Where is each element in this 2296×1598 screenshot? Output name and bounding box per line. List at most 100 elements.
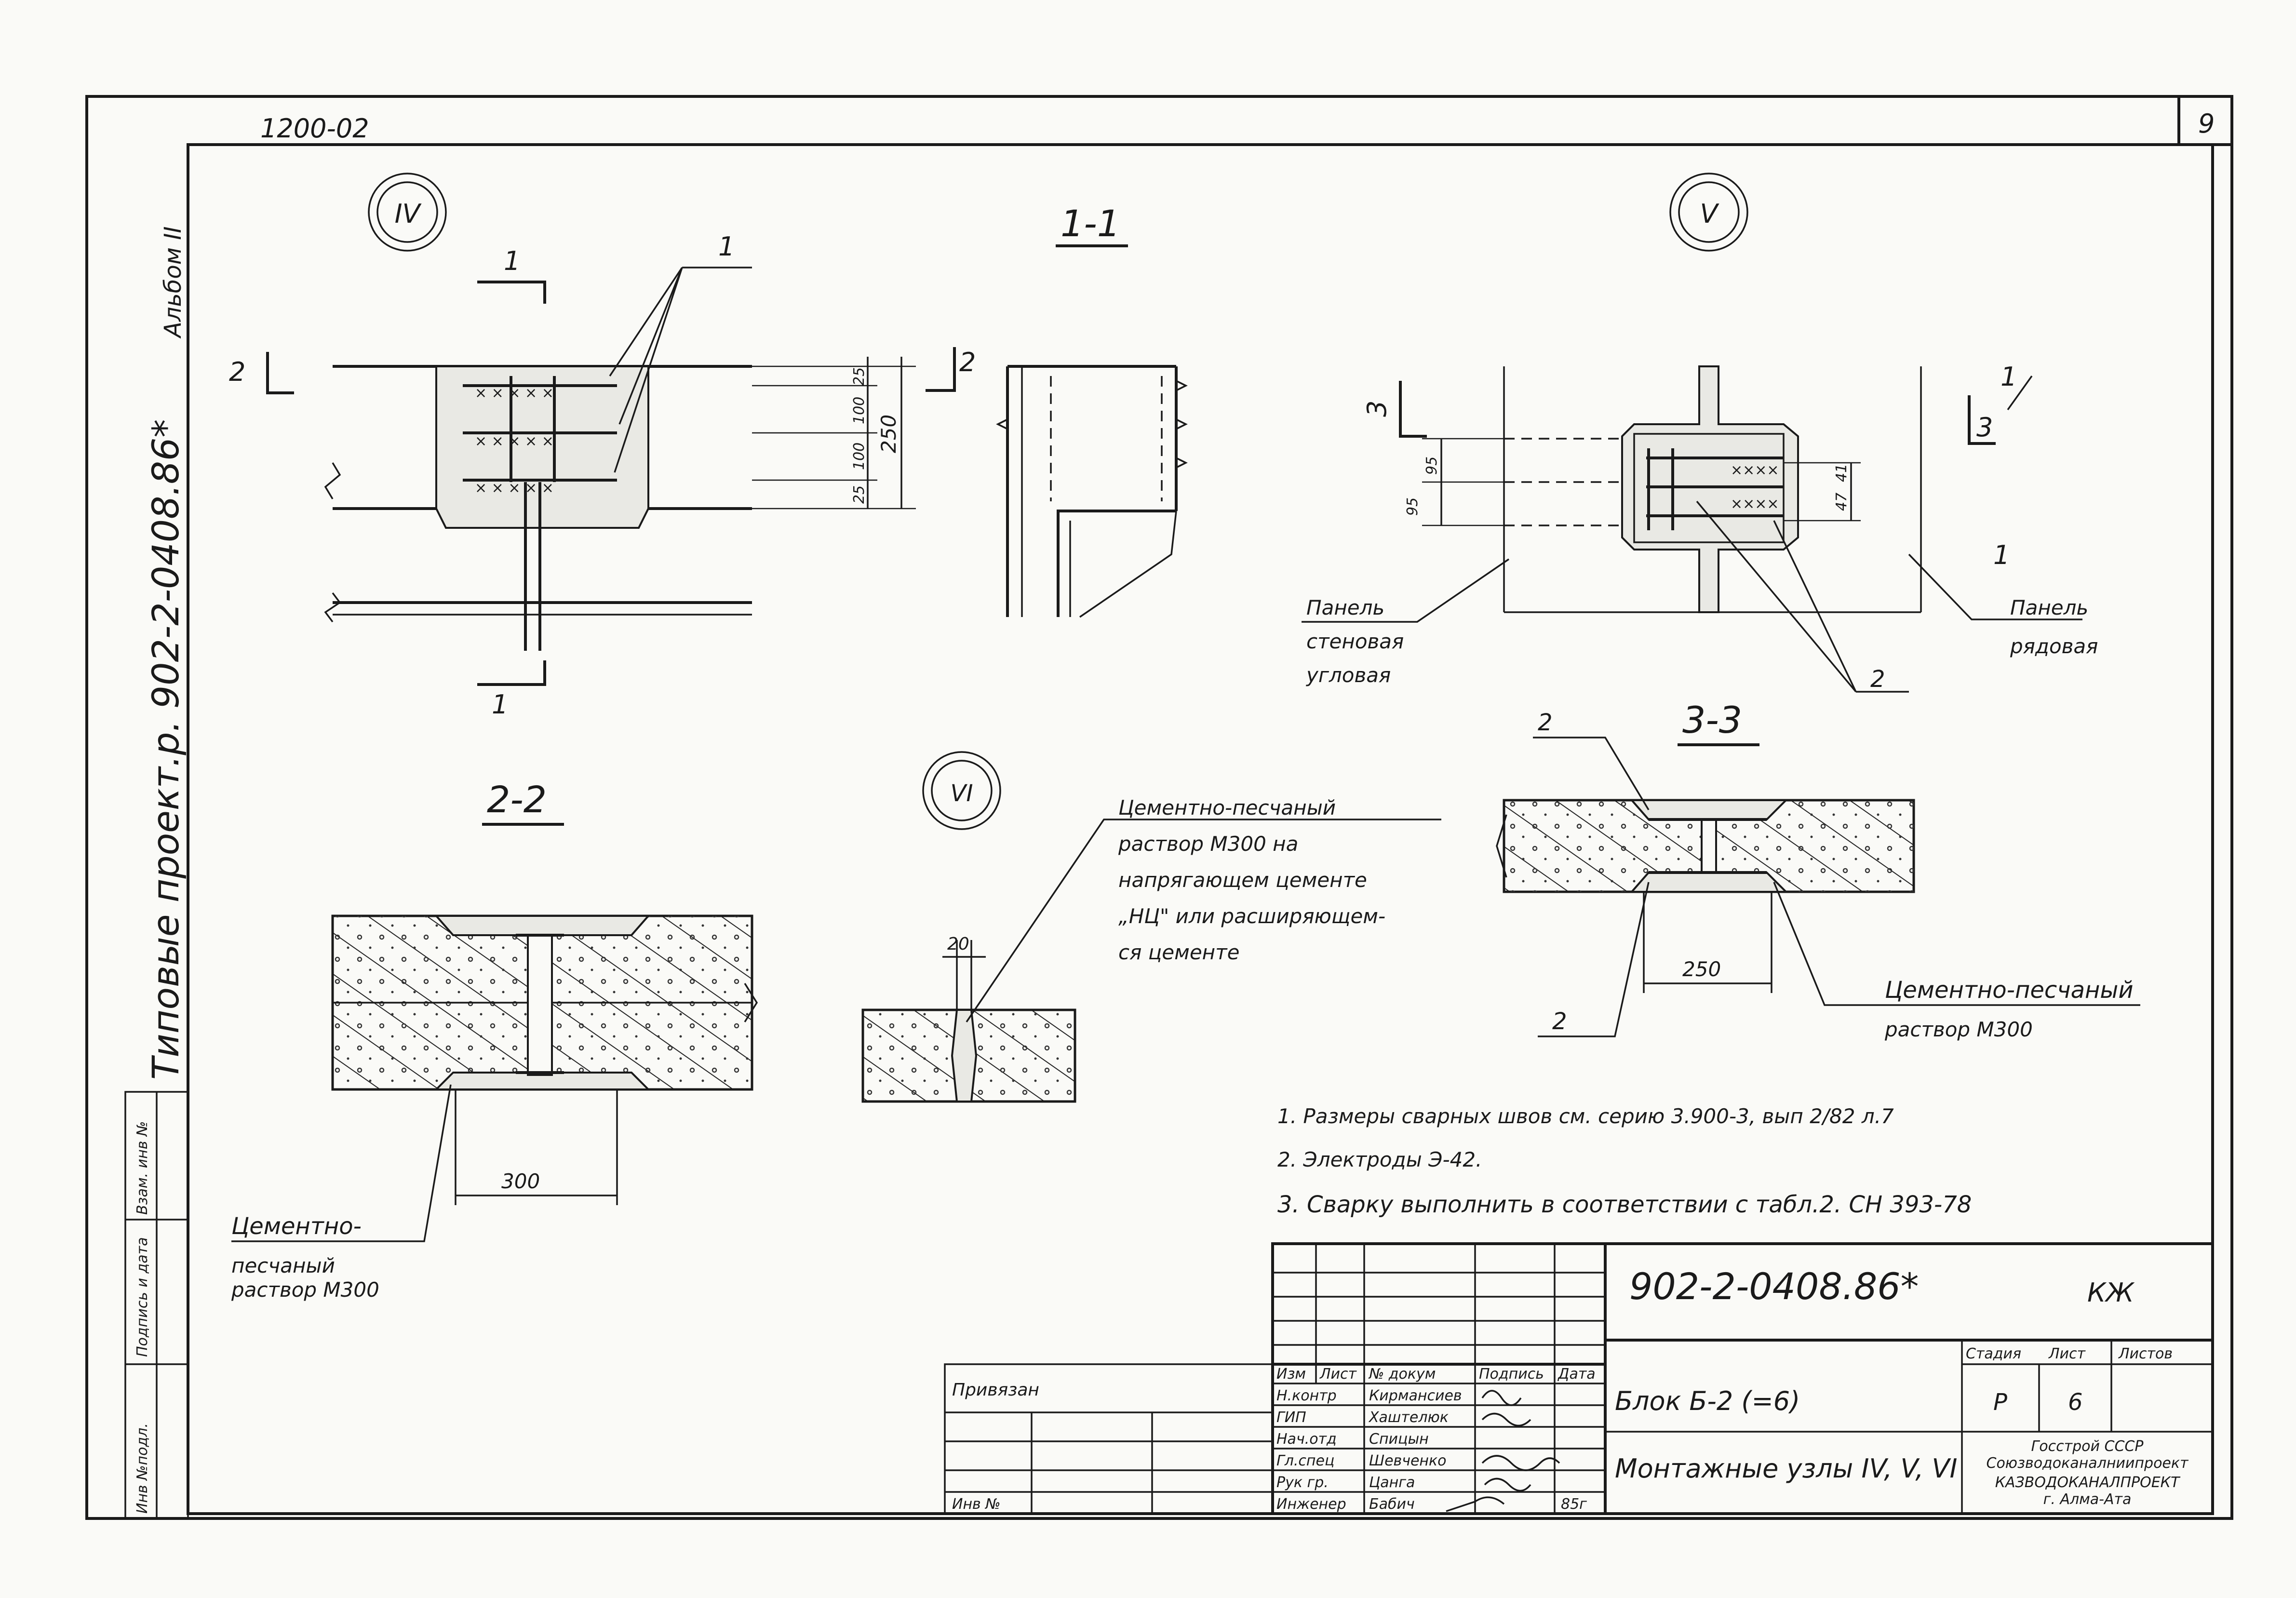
col-doc: № докум bbox=[1368, 1366, 1436, 1383]
org-1: Госстрой СССР bbox=[2031, 1438, 2144, 1455]
note-VI-5: ся цементе bbox=[1118, 940, 1239, 964]
sheet-number-box bbox=[2177, 95, 2233, 146]
svg-text:× × × × ×: × × × × × bbox=[475, 385, 554, 402]
callout-1: 1 bbox=[718, 231, 735, 262]
dim-IV-100a: 100 bbox=[851, 397, 868, 424]
org-4: г. Алма-Ата bbox=[2043, 1491, 2132, 1508]
label-panel-left-2: стеновая bbox=[1306, 630, 1404, 653]
row-name-2: Спицын bbox=[1369, 1431, 1429, 1448]
badge-IV: IV bbox=[395, 199, 422, 229]
revision-grid bbox=[1273, 1244, 1605, 1514]
row-name-3: Шевченко bbox=[1369, 1452, 1447, 1469]
row-role-4: Рук гр. bbox=[1276, 1474, 1329, 1491]
title-block: Изм Лист № докум Подпись Дата Н.контр Ки… bbox=[944, 1242, 2214, 1515]
row-name-1: Хаштелюк bbox=[1368, 1409, 1449, 1426]
callout-V-1b: 1 bbox=[1993, 540, 2010, 570]
dim-IV-25a: 25 bbox=[851, 367, 868, 386]
badge-VI: VI bbox=[951, 780, 973, 807]
label-s22-3: раствор М300 bbox=[231, 1278, 379, 1302]
note-VI-2: раствор М300 на bbox=[1118, 832, 1298, 856]
label-panel-left-1: Панель bbox=[1306, 596, 1384, 619]
dim-V-95b: 95 bbox=[1404, 497, 1421, 516]
row-name-0: Кирмансиев bbox=[1369, 1387, 1462, 1404]
inv-label: Инв № bbox=[952, 1496, 1000, 1513]
label-panel-right-2: рядовая bbox=[2010, 634, 2098, 658]
subject: Монтажные узлы IV, V, VI bbox=[1615, 1453, 1957, 1484]
attached-label: Привязан bbox=[952, 1380, 1039, 1400]
label-panel-left-3: угловая bbox=[1305, 663, 1391, 687]
top-code: 1200-02 bbox=[260, 113, 369, 144]
svg-text:××××: ×××× bbox=[1731, 496, 1779, 512]
doc-mark: КЖ bbox=[2087, 1277, 2135, 1308]
sheet-number: 9 bbox=[2198, 108, 2215, 139]
stage-label: Стадия bbox=[1966, 1345, 2021, 1362]
sheets-label: Листов bbox=[2118, 1345, 2173, 1362]
label-s33-1: Цементно-песчаный bbox=[1885, 977, 2134, 1004]
strip-inv-podl: Инв №подл. bbox=[134, 1423, 151, 1514]
project-vertical: Типовые проект.р. 902-2-0408.86* bbox=[144, 419, 187, 1080]
mark-3-right: 3 bbox=[1976, 412, 1993, 443]
callout-V-2: 2 bbox=[1870, 666, 1885, 693]
dim-IV-250: 250 bbox=[877, 415, 900, 453]
strip-signature-date: Подпись и дата bbox=[134, 1237, 151, 1357]
mark-1-top: 1 bbox=[504, 246, 520, 276]
mark-2-left: 2 bbox=[229, 357, 245, 387]
label-s22-1: Цементно- bbox=[231, 1213, 362, 1240]
dim-IV-25b: 25 bbox=[851, 485, 868, 504]
row-role-5: Инженер bbox=[1276, 1496, 1346, 1513]
date-value: 85г bbox=[1561, 1496, 1587, 1513]
section-1-1: 1-1 2 bbox=[926, 202, 1188, 618]
callout-3-3-b: 2 bbox=[1552, 1008, 1567, 1035]
org-2: Союзводоканалниипроект bbox=[1987, 1455, 2189, 1472]
note-VI-4: „НЦ" или расширяющем- bbox=[1118, 904, 1385, 928]
dim-20: 20 bbox=[947, 934, 969, 954]
row-role-2: Нач.отд bbox=[1276, 1431, 1337, 1448]
row-name-5: Бабич bbox=[1369, 1496, 1415, 1513]
stage-value: Р bbox=[1993, 1389, 2007, 1416]
note-1: 1. Размеры сварных швов см. серию 3.900-… bbox=[1277, 1104, 1894, 1128]
strip-vzam-inv: Взам. инв № bbox=[134, 1121, 151, 1215]
col-izm: Изм bbox=[1276, 1366, 1306, 1383]
svg-text:× × × × ×: × × × × × bbox=[475, 433, 554, 450]
label-s22-2: песчаный bbox=[231, 1254, 335, 1277]
note-3: 3. Сварку выполнить в соответствии с таб… bbox=[1277, 1191, 1972, 1218]
sheet-value: 6 bbox=[2068, 1389, 2083, 1416]
dim-300: 300 bbox=[501, 1169, 540, 1193]
section-1-1-title: 1-1 bbox=[1061, 202, 1120, 245]
detail-IV: IV × × × × × × × × × × × × × × × 1 1 2 1 bbox=[229, 173, 916, 720]
dim-V-95a: 95 bbox=[1423, 457, 1440, 475]
detail-V: V ×××× ×××× 3 3 1 1 95 95 47 bbox=[1302, 173, 2098, 693]
mark-1-bottom: 1 bbox=[492, 689, 508, 720]
section-3-3: 3-3 250 2 2 Цементно-песчаный раствор М3… bbox=[1496, 698, 2140, 1041]
section-3-3-title: 3-3 bbox=[1682, 698, 1742, 741]
note-VI-1: Цементно-песчаный bbox=[1118, 796, 1336, 819]
detail-VI: VI 20 Цементно-песчаный раствор М300 на … bbox=[861, 751, 1441, 1103]
dim-V-41: 41 bbox=[1833, 464, 1850, 482]
label-s33-2: раствор М300 bbox=[1884, 1018, 2033, 1041]
org-3: КАЗВОДОКАНАЛПРОЕКТ bbox=[1995, 1474, 2181, 1491]
album-label: Альбом II bbox=[160, 226, 187, 339]
col-sign: Подпись bbox=[1479, 1366, 1544, 1383]
col-date: Дата bbox=[1557, 1366, 1596, 1383]
svg-text:××××: ×××× bbox=[1731, 462, 1779, 479]
section-2-2: 2-2 300 Цементно- песчаный раствор М300 bbox=[231, 778, 758, 1302]
svg-text:× × × × ×: × × × × × bbox=[475, 480, 554, 497]
badge-V: V bbox=[1700, 199, 1720, 229]
label-panel-right-1: Панель bbox=[2010, 596, 2088, 619]
callout-3-3-a: 2 bbox=[1538, 709, 1553, 736]
row-role-0: Н.контр bbox=[1276, 1387, 1337, 1404]
mark-2-section: 2 bbox=[959, 347, 976, 377]
note-2: 2. Электроды Э-42. bbox=[1277, 1148, 1482, 1171]
dim-IV-100b: 100 bbox=[851, 443, 868, 470]
section-2-2-title: 2-2 bbox=[487, 778, 547, 821]
outer-frame bbox=[85, 95, 2233, 1520]
signatures bbox=[1446, 1390, 1560, 1512]
sheet-label: Лист bbox=[2048, 1345, 2086, 1362]
block-name: Блок Б-2 (=6) bbox=[1615, 1386, 1800, 1416]
note-VI-3: напрягающем цементе bbox=[1118, 868, 1367, 892]
doc-code: 902-2-0408.86* bbox=[1629, 1265, 1919, 1308]
left-stamp-strip: Инв №подл. Подпись и дата Взам. инв № bbox=[124, 1091, 189, 1519]
col-list: Лист bbox=[1319, 1366, 1357, 1383]
row-role-1: ГИП bbox=[1276, 1409, 1306, 1426]
